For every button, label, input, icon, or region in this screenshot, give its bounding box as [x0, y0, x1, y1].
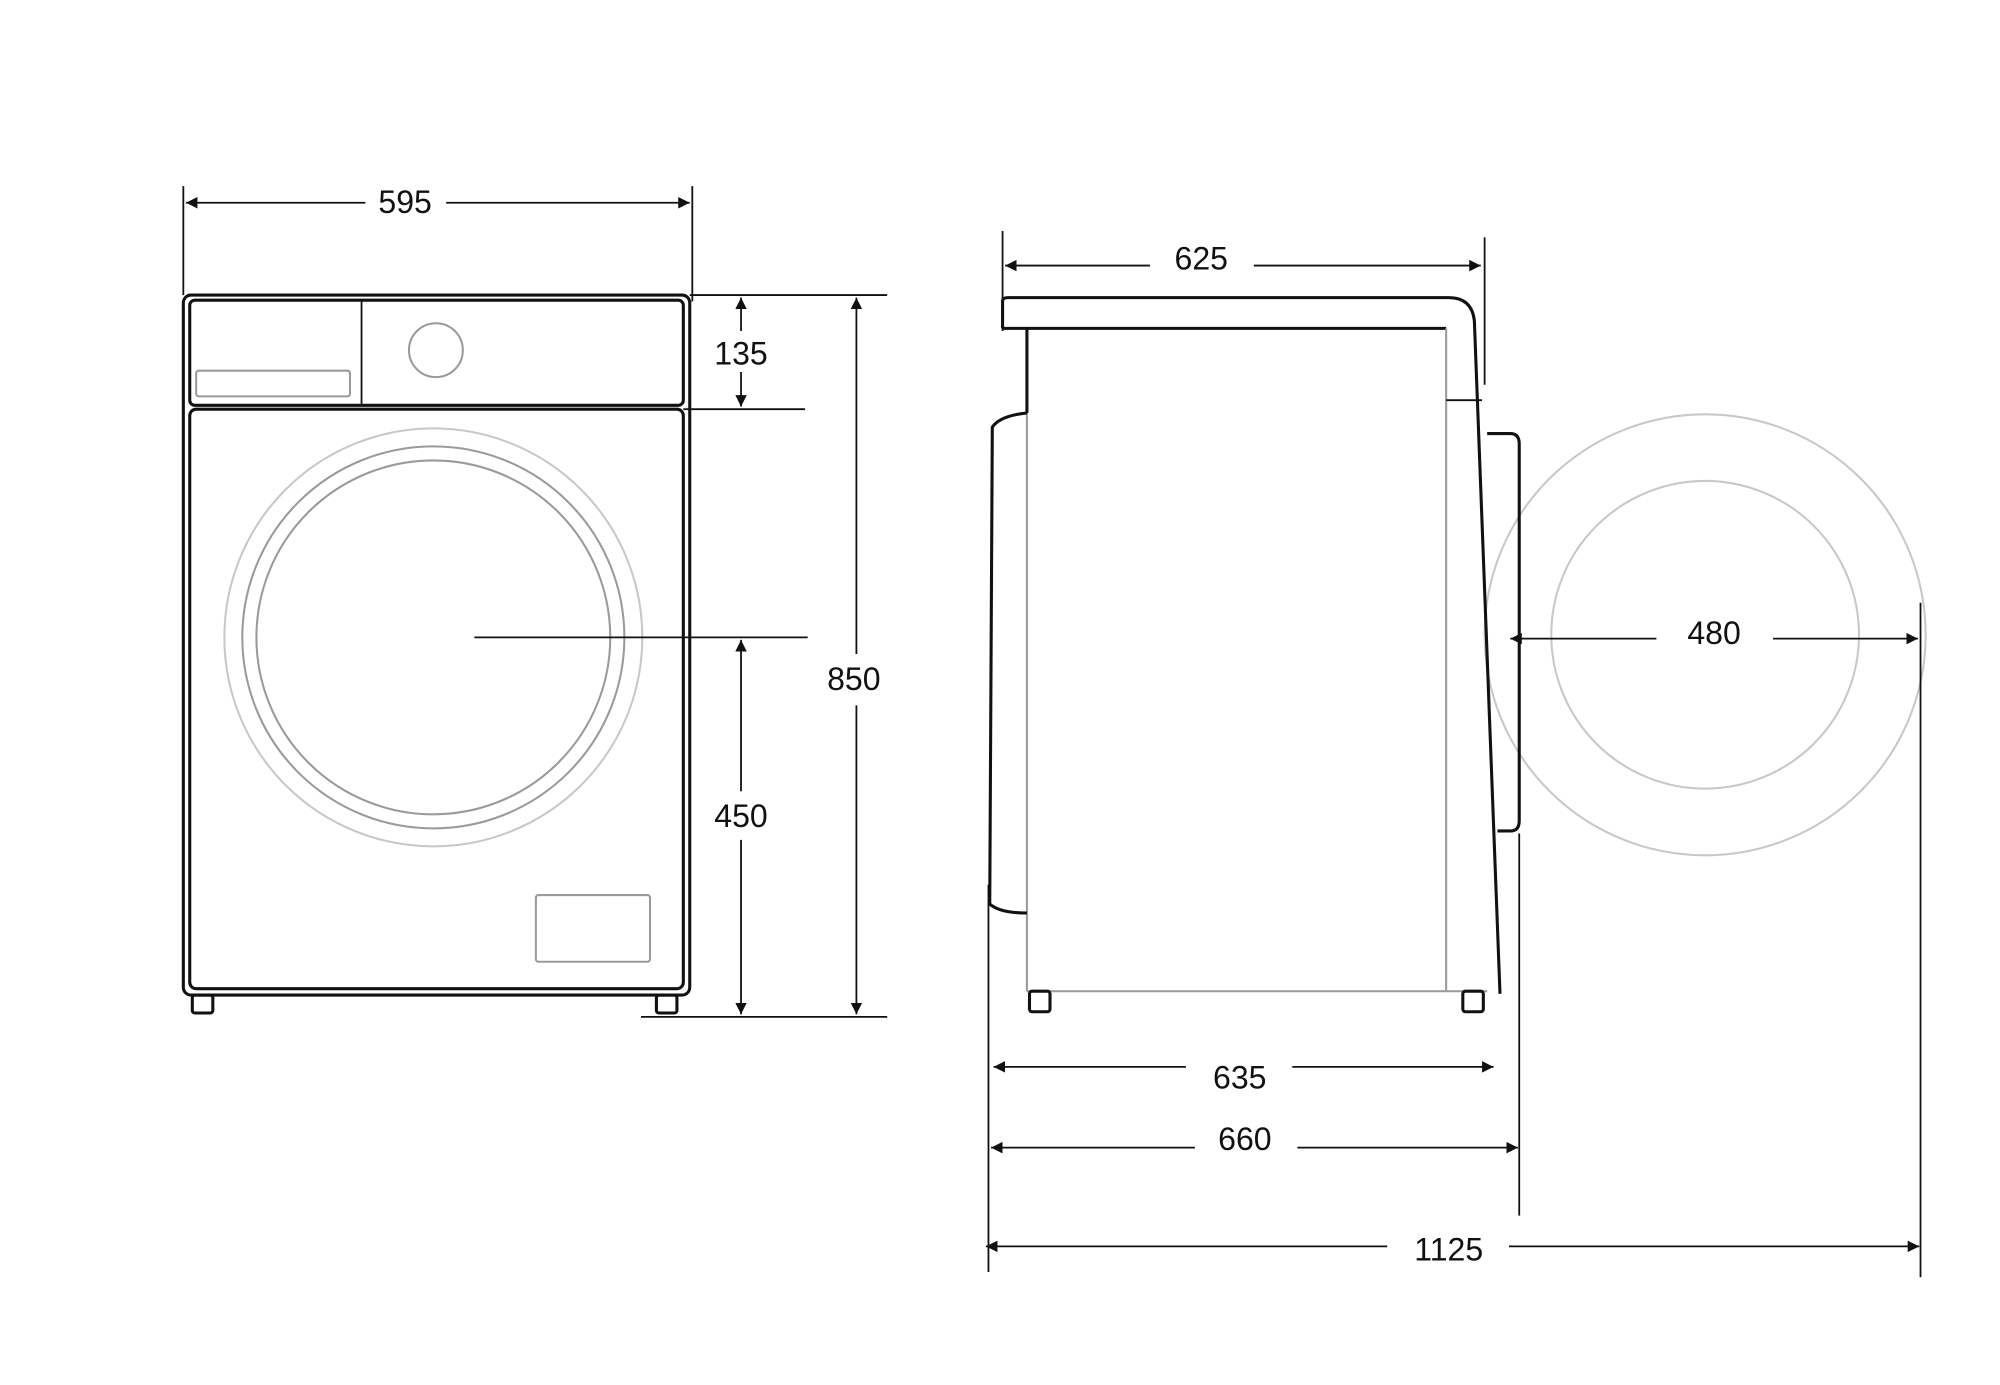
panel-height-label: 135: [714, 335, 767, 371]
back-bump: [988, 411, 1028, 915]
detergent-drawer: [195, 369, 352, 398]
foot-back: [1027, 989, 1052, 1014]
door-side: [1487, 431, 1521, 833]
door-panel: [188, 407, 685, 991]
foot-front: [1461, 989, 1485, 1014]
total-depth-label: 660: [1218, 1121, 1271, 1157]
machine-body-front: [181, 293, 692, 997]
program-knob: [407, 322, 464, 379]
control-panel: [188, 298, 685, 407]
height-label: 850: [827, 661, 880, 697]
door-center-height-label: 450: [714, 798, 767, 834]
foot-right: [654, 993, 679, 1015]
side-view: 625 480 635 660 1125: [985, 230, 1927, 1278]
body-depth-label: 635: [1213, 1060, 1266, 1096]
front-view: 595 135 850 450: [181, 184, 888, 1018]
door-open-depth-label: 1125: [1414, 1231, 1483, 1267]
door-diameter-label: 480: [1687, 615, 1740, 651]
top-depth-label: 625: [1175, 240, 1228, 276]
open-door-inner: [1550, 479, 1861, 790]
filter-cover: [534, 894, 652, 963]
foot-left: [190, 993, 215, 1015]
top-cover-side: [1001, 296, 1502, 994]
width-label: 595: [378, 184, 431, 220]
open-door-outer: [1483, 413, 1927, 857]
